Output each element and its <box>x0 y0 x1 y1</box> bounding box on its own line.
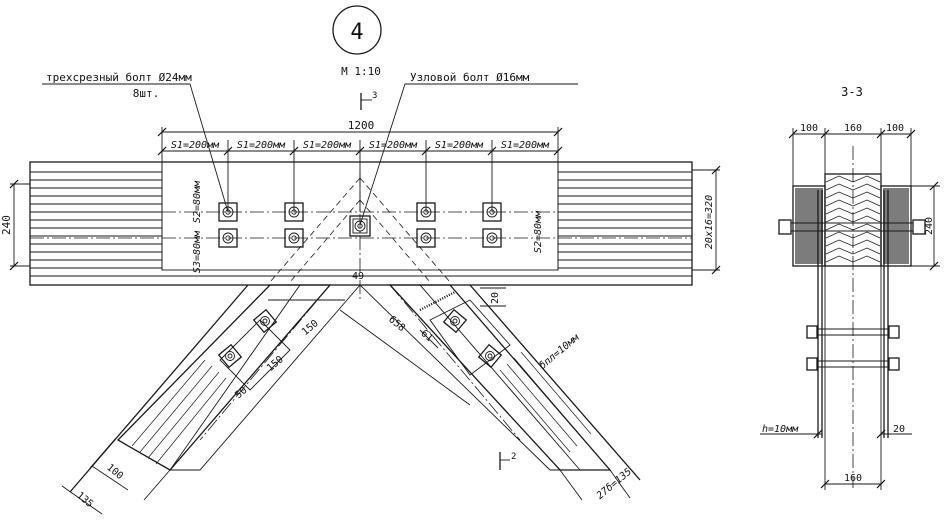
spacing-label-1: S1=200мм <box>171 140 220 151</box>
shear-bolt-count: 8шт. <box>133 87 160 100</box>
beam-layers-right <box>558 171 692 277</box>
section-bolt <box>806 357 900 371</box>
gap-20-label: 20 <box>490 292 501 304</box>
bolt <box>218 202 238 222</box>
beam-height: 240 <box>0 215 13 235</box>
shear-bolt-callout: трехсрезный болт Ø24мм 8шт. <box>42 71 229 213</box>
right-diagonal-brace <box>358 284 641 501</box>
section-title: 3-3 <box>841 85 863 99</box>
node-bolt <box>349 215 371 237</box>
node-number-circle: 4 <box>332 5 382 55</box>
section-mark-bottom-label: 2 <box>511 452 516 462</box>
overall-length: 1200 <box>348 119 375 132</box>
spacing-label-2: S1=200мм <box>237 140 286 151</box>
section-gap: 20 <box>893 424 905 435</box>
bolt <box>252 308 278 334</box>
layers-diag-label: 27δ=135 <box>595 466 634 502</box>
section-bolt <box>778 219 926 235</box>
section-top-dim-1: 100 <box>800 123 818 134</box>
angle-label: 49 <box>352 271 364 282</box>
section-top-dim-3: 100 <box>886 123 904 134</box>
bolt <box>217 343 243 369</box>
section-mark-top-label: 3 <box>372 91 377 101</box>
dim-150-a: 150 <box>268 299 345 338</box>
spacing-label-3: S1=200мм <box>303 140 352 151</box>
dim-100: 100 <box>91 462 129 491</box>
node-bolt-callout: Узловой болт Ø16мм <box>359 71 578 226</box>
node-number: 4 <box>350 20 363 45</box>
section-bolt <box>806 325 900 339</box>
scale-label: М 1:10 <box>341 65 381 78</box>
shear-bolt-label: трехсрезный болт Ø24мм <box>46 71 192 84</box>
section-top-dim-2: 160 <box>844 123 862 134</box>
layers-dimension: 20х16=320 <box>692 165 721 275</box>
plate-thickness-label: δпл=10мм <box>537 332 582 372</box>
layers-label: 20х16=320 <box>704 195 715 249</box>
section-mark-top: 3 <box>360 91 377 110</box>
section-3-3: 100 160 100 <box>760 123 940 490</box>
bolt <box>442 308 468 334</box>
s3-left-lower: S3=80мм <box>192 230 203 273</box>
beam-height-dimension: 240 <box>0 179 30 271</box>
section-mark-bottom: 2 <box>499 452 516 470</box>
beam-layers-left <box>30 171 162 277</box>
left-diagonal-brace <box>69 284 361 501</box>
bolt <box>482 202 502 222</box>
dim-658-label: 658 <box>386 314 407 334</box>
bolt <box>482 228 502 248</box>
bolt <box>477 343 503 369</box>
section-height: 240 <box>924 217 935 235</box>
s2-right: S2=80мм <box>533 210 544 253</box>
gap-20-dimension: 20 <box>480 287 506 307</box>
section-plate-h: h=10мм <box>762 424 799 435</box>
section-bottom-width: 160 <box>844 473 862 484</box>
bolt <box>416 228 436 248</box>
bolt <box>416 202 436 222</box>
spacing-label-4: S1=200мм <box>369 140 418 151</box>
bolt <box>284 202 304 222</box>
spacing-label-6: S1=200мм <box>501 140 550 151</box>
dim-100-label: 100 <box>104 462 125 482</box>
node-bolt-label: Узловой болт Ø16мм <box>410 71 530 84</box>
horizontal-beam <box>29 161 693 300</box>
spacing-label-5: S1=200мм <box>435 140 484 151</box>
dim-150-a-label: 150 <box>300 318 321 338</box>
s2-left-upper: S2=80мм <box>192 180 203 223</box>
spacing-dimensions: S1=200мм S1=200мм S1=200мм S1=200мм S1=2… <box>157 140 563 212</box>
diagonal-hidden-lines <box>269 177 451 283</box>
bolt <box>284 228 304 248</box>
dim-135-left: 135 <box>61 485 103 515</box>
beam-bolts <box>218 202 502 248</box>
bolt <box>218 228 238 248</box>
